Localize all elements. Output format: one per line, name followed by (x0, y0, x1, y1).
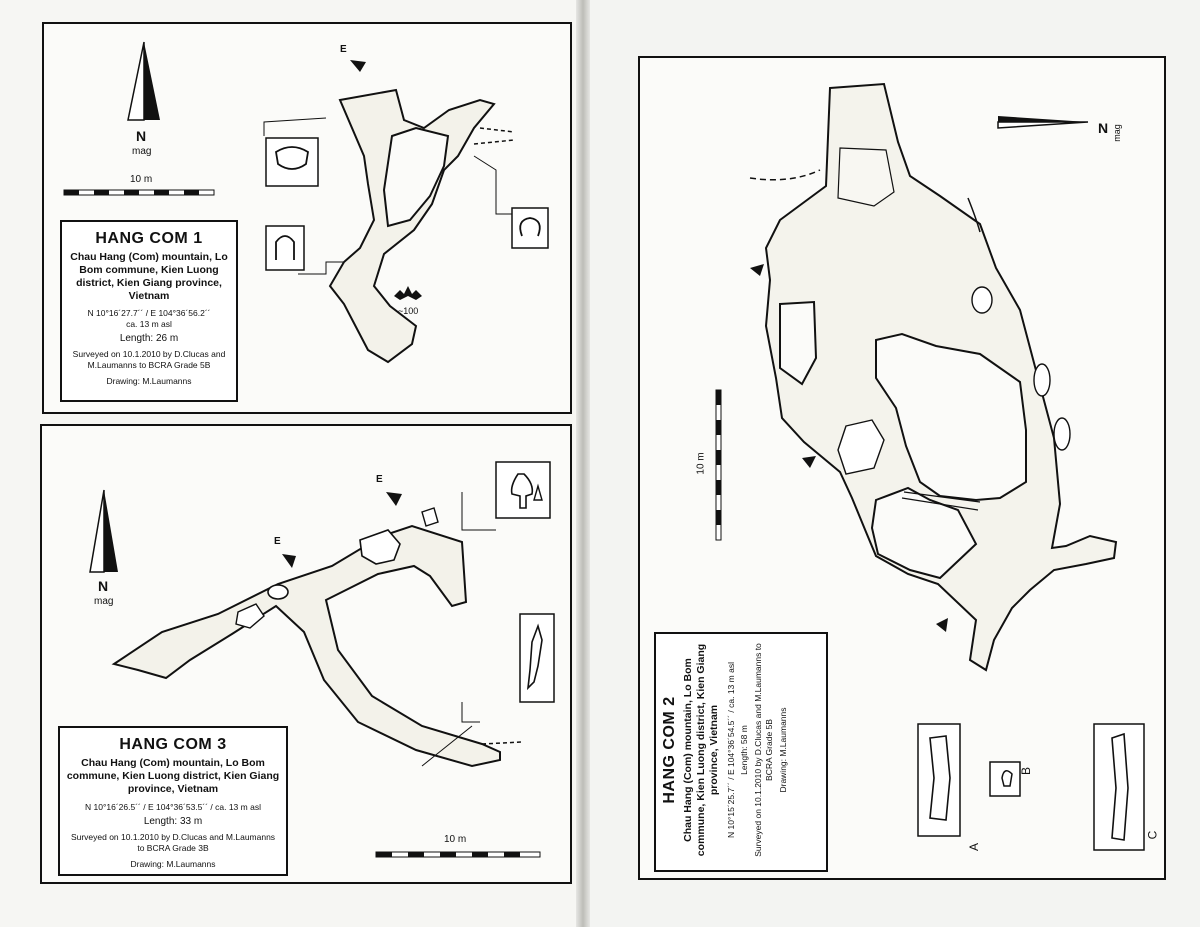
cave-survey-credit: Surveyed on 10.1.2010 by D.Clucas and M.… (753, 643, 774, 857)
section-label-a: A (967, 842, 982, 852)
hang-com-3-title-box: HANG COM 3 Chau Hang (Com) mountain, Lo … (58, 726, 288, 876)
entrance-arrow-icon (936, 618, 948, 632)
cave-altitude: ca. 13 m asl (126, 319, 172, 329)
section-label-b: B (1019, 766, 1034, 776)
hang-com-2-title-rotated: HANG COM 2 Chau Hang (Com) mountain, Lo … (655, 633, 823, 867)
cave-coordinates: N 10°16´27.7´´ / E 104°36´56.2´´ (87, 308, 211, 318)
cave-survey-credit: Surveyed on 10.1.2010 by D.Clucas and M.… (70, 832, 276, 853)
bat-icon (394, 286, 422, 300)
north-sub-label: mag (94, 596, 114, 607)
cave-length: Length: 58 m (739, 725, 749, 775)
hang-com-1-title-box: HANG COM 1 Chau Hang (Com) mountain, Lo … (60, 220, 238, 402)
hang-com-1-panel: N mag 10 m E ~100 HANG COM 1 Chau Hang (… (42, 22, 572, 414)
cave-drawing-credit: Drawing: M.Laumanns (778, 707, 788, 793)
entrance-label: E (340, 44, 347, 55)
book-gutter (576, 0, 590, 927)
cross-section-2b (989, 761, 1021, 797)
cave-location: Chau Hang (Com) mountain, Lo Bom commune… (682, 643, 720, 857)
cross-section-2a (917, 723, 961, 837)
north-arrow-icon (997, 116, 1089, 129)
cave-title: HANG COM 3 (119, 736, 227, 753)
entrance-arrow-icon (750, 264, 764, 276)
cross-section-1c (511, 207, 549, 249)
scale-bar (63, 189, 215, 196)
hang-com-1-map (63, 41, 549, 364)
cave-location: Chau Hang (Com) mountain, Lo Bom commune… (70, 251, 228, 302)
cave-location: Chau Hang (Com) mountain, Lo Bom commune… (66, 757, 280, 795)
hang-com-3-map (89, 461, 555, 858)
hang-com-2-map (715, 82, 1145, 851)
entrance-label: E (274, 536, 281, 547)
cross-section-1b (265, 225, 305, 271)
north-sub-label: mag (132, 146, 152, 157)
hang-com-3-panel: N mag E E 10 m HANG COM 3 Chau Hang (Com… (40, 424, 572, 884)
scale-label: 10 m (130, 174, 153, 185)
section-label-c: C (1145, 830, 1160, 840)
scale-label: 10 m (444, 834, 467, 845)
cave-drawing-credit: Drawing: M.Laumanns (106, 376, 192, 386)
cross-section-3a (495, 461, 551, 519)
scale-bar (715, 389, 722, 541)
north-label: N (1098, 120, 1109, 136)
entrance-arrow-icon (350, 60, 366, 72)
entrance-arrow-icon (386, 492, 402, 506)
cave-drawing-credit: Drawing: M.Laumanns (130, 859, 216, 869)
cross-section-1a (265, 137, 319, 187)
bat-count-label: ~100 (398, 306, 419, 316)
entrance-label: E (376, 474, 383, 485)
hang-com-2-panel: N mag 10 m A B C HANG COM 2 Chau Hang (C… (638, 56, 1166, 880)
hang-com-2-title-box: HANG COM 2 Chau Hang (Com) mountain, Lo … (654, 632, 828, 872)
entrance-arrow-icon (282, 554, 296, 568)
north-arrow-icon (127, 41, 160, 121)
cave-plan-1 (263, 88, 518, 364)
cave-coordinates: N 10°15´25.7´´ / E 104°36´54.5´´ / ca. 1… (726, 662, 736, 838)
cross-section-3b (519, 613, 555, 703)
cave-length: Length: 26 m (119, 333, 179, 344)
cave-length: Length: 33 m (143, 816, 203, 827)
north-sub-label: mag (1111, 124, 1122, 142)
scale-label: 10 m (695, 452, 707, 475)
cave-plan-2 (749, 82, 1118, 672)
cross-section-2c (1093, 723, 1145, 851)
entrance-arrow-icon (802, 456, 816, 468)
cave-plan-3 (111, 492, 523, 768)
cave-survey-credit: Surveyed on 10.1.2010 by D.Clucas and M.… (72, 349, 226, 370)
cave-title: HANG COM 1 (95, 230, 203, 247)
north-label: N (98, 578, 109, 594)
cave-title: HANG COM 2 (661, 696, 678, 804)
cave-coordinates: N 10°16´26.5´´ / E 104°36´53.5´´ / ca. 1… (85, 802, 261, 812)
north-label: N (136, 128, 147, 144)
scale-bar (375, 851, 541, 858)
north-arrow-icon (89, 489, 118, 573)
